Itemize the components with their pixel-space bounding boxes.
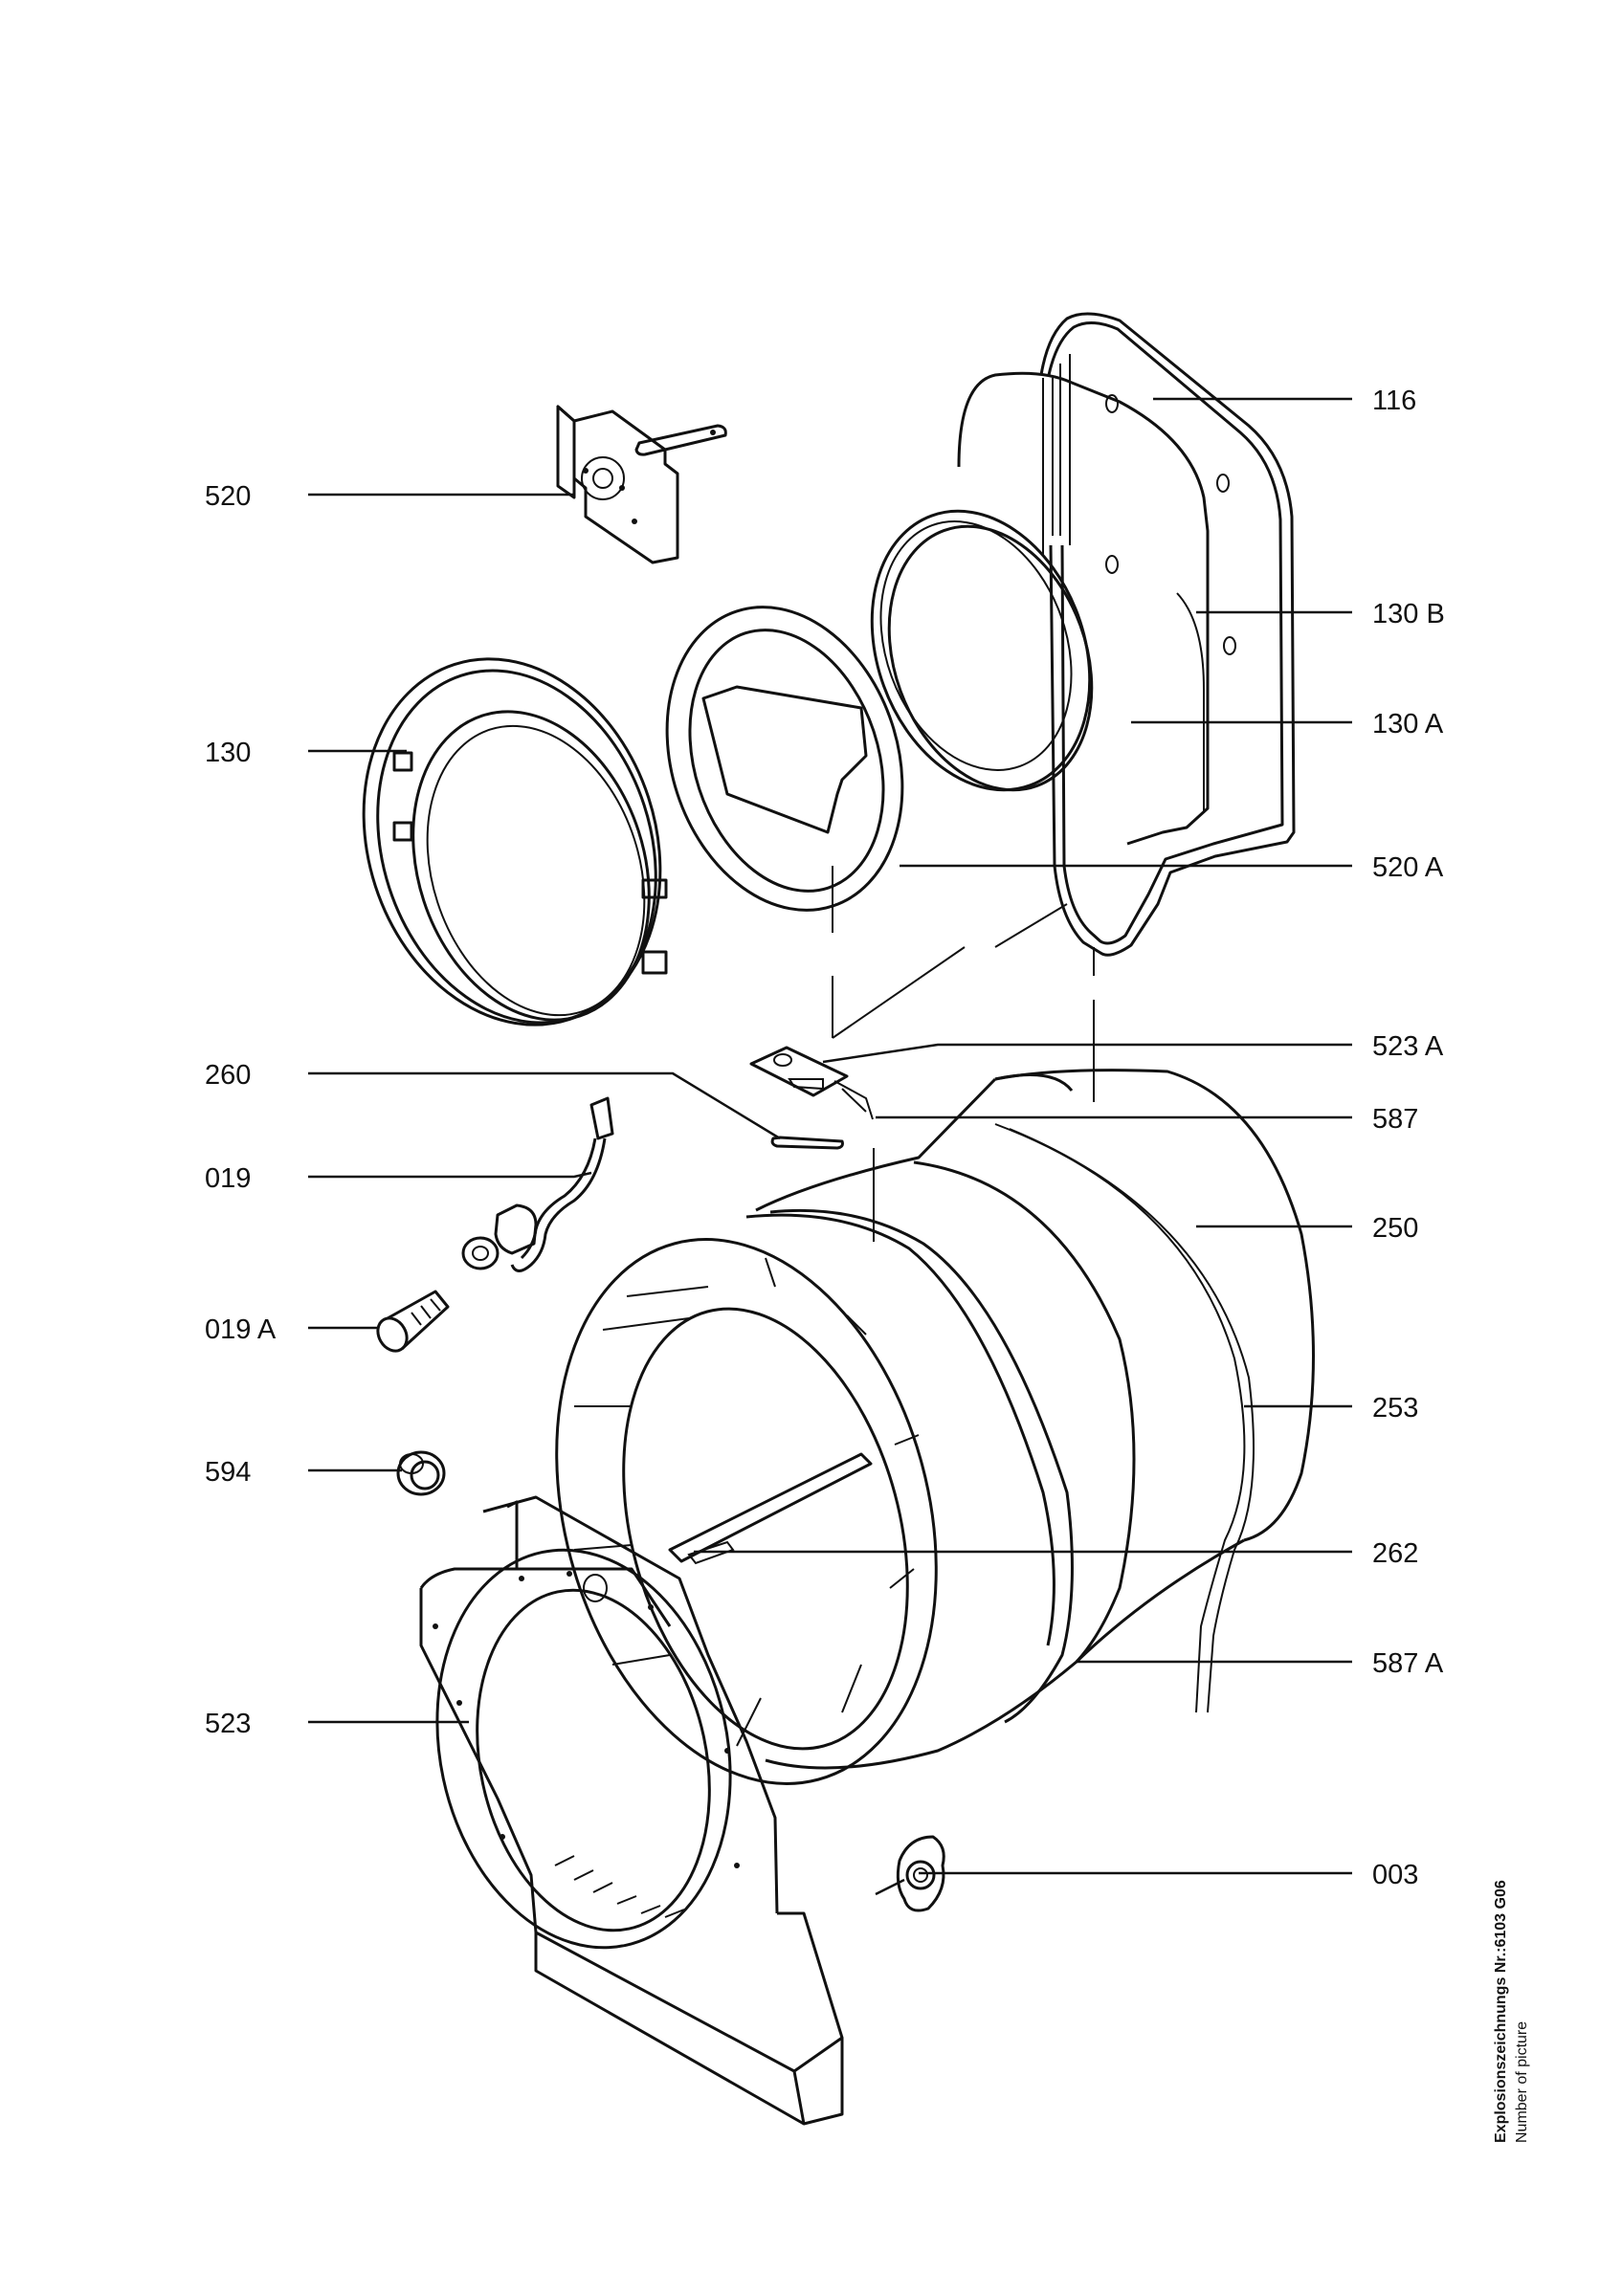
label-520: 520 xyxy=(205,481,252,512)
part-130a-ring xyxy=(870,509,1094,792)
part-019a-screw xyxy=(376,1290,450,1353)
leader-line-019 xyxy=(308,1171,592,1179)
part-003-thermostat xyxy=(875,1835,945,1912)
label-587a: 587 A xyxy=(1372,1648,1444,1679)
label-594: 594 xyxy=(205,1457,252,1488)
part-520a-filter-ring xyxy=(665,606,904,912)
part-116-rear-wall xyxy=(957,312,1296,957)
drawing-number-note: Explosionszeichnungs Nr.:6103 G06 Number… xyxy=(1493,1880,1530,2152)
leader-line-260 xyxy=(308,1071,781,1140)
leader-lines-left xyxy=(308,493,781,1724)
part-130-ring xyxy=(362,657,668,1027)
label-262: 262 xyxy=(1372,1538,1419,1569)
label-116: 116 xyxy=(1372,386,1417,416)
label-003: 003 xyxy=(1372,1860,1419,1890)
leader-lines-right xyxy=(694,397,1352,1875)
label-587: 587 xyxy=(1372,1104,1419,1135)
leader-line-523a xyxy=(822,1043,1352,1064)
label-523a: 523 A xyxy=(1372,1031,1444,1062)
part-523-front-duct xyxy=(419,1495,844,2126)
label-520a: 520 A xyxy=(1372,852,1444,883)
label-253: 253 xyxy=(1372,1393,1419,1424)
part-523a-sensor xyxy=(749,1046,874,1120)
drawing-number-subtitle: Number of picture xyxy=(1514,2020,1530,2143)
label-130: 130 xyxy=(205,738,252,768)
drawing-number-title: Explosionszeichnungs Nr.:6103 G06 xyxy=(1493,1880,1509,2143)
label-260: 260 xyxy=(205,1060,252,1091)
label-019a: 019 A xyxy=(205,1314,277,1345)
label-250: 250 xyxy=(1372,1213,1419,1244)
part-594-grommet xyxy=(396,1450,446,1496)
part-260-clip xyxy=(770,1136,844,1150)
part-019-cable xyxy=(461,1096,614,1272)
label-019: 019 xyxy=(205,1163,252,1194)
label-523: 523 xyxy=(205,1709,252,1739)
label-130a: 130 A xyxy=(1372,709,1444,740)
part-520-bracket xyxy=(556,405,727,564)
part-250-drum xyxy=(555,1069,1315,1785)
label-130b: 130 B xyxy=(1372,599,1445,629)
